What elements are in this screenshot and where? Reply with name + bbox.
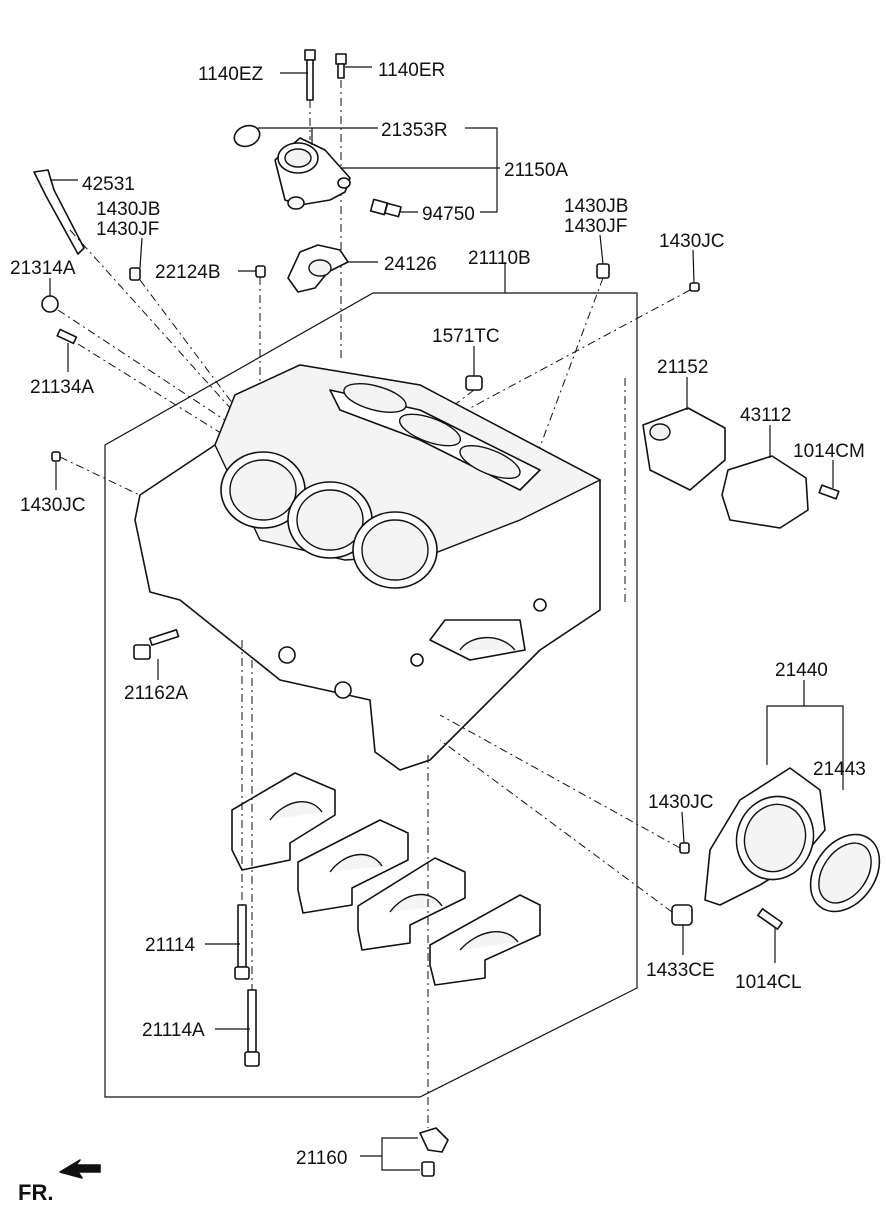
- dipstick-guide-42531[interactable]: [33, 169, 85, 255]
- bearing-cap-4[interactable]: [429, 894, 541, 986]
- o-ring-21353R[interactable]: [231, 122, 262, 150]
- label-1430JB-right: 1430JB: [564, 196, 628, 217]
- bearing-cap-1[interactable]: [231, 772, 336, 871]
- label-1430JC-top: 1430JC: [659, 231, 725, 252]
- bearing-cap-2[interactable]: [297, 819, 409, 914]
- label-1140EZ: 1140EZ: [198, 64, 264, 85]
- bolt-1014CL[interactable]: [757, 908, 783, 930]
- bearing-cap-3[interactable]: [357, 857, 466, 951]
- cylinder-block-21110B[interactable]: [134, 364, 602, 771]
- dowel-1430JC-lower[interactable]: [679, 842, 690, 854]
- bolt-21114A[interactable]: [244, 989, 260, 1067]
- stud-21134A[interactable]: [56, 328, 78, 345]
- label-43112: 43112: [740, 405, 791, 426]
- label-21110B: 21110B: [468, 248, 531, 269]
- label-1430JC-lower: 1430JC: [648, 792, 714, 813]
- cover-43112[interactable]: [721, 455, 809, 529]
- water-fitting-21150A[interactable]: [274, 137, 351, 210]
- bushing-1433CE[interactable]: [671, 904, 693, 926]
- front-direction-arrow: [59, 1159, 101, 1179]
- oil-seal-21443[interactable]: [796, 821, 886, 924]
- dowel-1430JC-left[interactable]: [51, 451, 61, 462]
- seal-housing-21440[interactable]: [704, 767, 826, 906]
- gasket-21152[interactable]: [642, 407, 726, 491]
- label-21443: 21443: [813, 759, 866, 780]
- dowel-1430JB-left[interactable]: [129, 267, 141, 281]
- bolt-1140EZ[interactable]: [304, 49, 316, 101]
- label-21353R: 21353R: [381, 120, 448, 141]
- bolt-21114[interactable]: [234, 904, 250, 980]
- bolt-1140ER[interactable]: [335, 53, 347, 79]
- sensor-94750[interactable]: [369, 198, 402, 218]
- label-22124B: 22124B: [155, 262, 221, 283]
- label-21114A: 21114A: [142, 1020, 205, 1041]
- label-21440: 21440: [775, 660, 828, 681]
- bolt-21162A[interactable]: [133, 629, 180, 660]
- label-21152: 21152: [657, 357, 708, 378]
- label-24126: 24126: [384, 254, 437, 275]
- label-1430JF-right: 1430JF: [564, 216, 627, 237]
- label-1140ER: 1140ER: [378, 60, 445, 81]
- label-1430JC-left: 1430JC: [20, 495, 86, 516]
- dowel-1430JB-right[interactable]: [596, 263, 610, 279]
- direction-label: FR.: [18, 1180, 53, 1205]
- dowel-22124B[interactable]: [255, 265, 266, 278]
- label-21134A: 21134A: [30, 377, 94, 398]
- plug-1571TC[interactable]: [465, 375, 483, 391]
- label-1430JB-left: 1430JB: [96, 199, 160, 220]
- label-1014CM: 1014CM: [793, 441, 865, 462]
- label-21162A: 21162A: [124, 683, 188, 704]
- plug-21314A[interactable]: [41, 295, 59, 313]
- label-1433CE: 1433CE: [646, 960, 715, 981]
- label-21150A: 21150A: [504, 160, 568, 181]
- label-1571TC: 1571TC: [432, 326, 500, 347]
- bolt-1014CM[interactable]: [818, 484, 840, 500]
- label-21314A: 21314A: [10, 258, 76, 279]
- label-94750: 94750: [422, 204, 475, 225]
- label-21114: 21114: [145, 935, 195, 956]
- label-1014CL: 1014CL: [735, 972, 802, 993]
- label-21160: 21160: [296, 1148, 347, 1169]
- oil-jet-21160[interactable]: [419, 1127, 449, 1177]
- label-1430JF-left: 1430JF: [96, 219, 159, 240]
- assembly-frame: [104, 292, 638, 1098]
- dowel-1430JC-top[interactable]: [689, 282, 700, 292]
- label-42531: 42531: [82, 174, 135, 195]
